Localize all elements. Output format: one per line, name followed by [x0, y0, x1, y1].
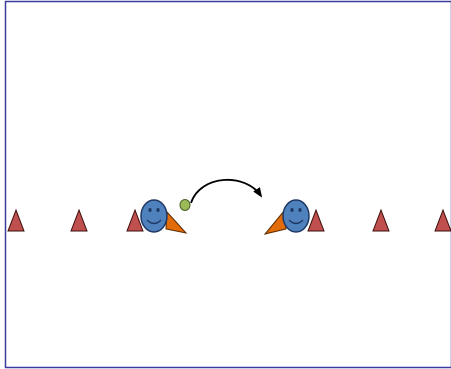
eye-icon — [148, 208, 152, 212]
smile-icon — [288, 219, 304, 225]
player-arm-icon — [165, 210, 188, 234]
field-boundary — [4, 0, 451, 369]
cone-icon — [126, 208, 144, 232]
player-passer — [140, 199, 188, 234]
smile-icon — [146, 219, 162, 225]
ball-icon — [179, 199, 191, 211]
eye-icon — [298, 208, 302, 212]
pass-arrow — [190, 178, 263, 204]
player-receiver — [263, 199, 310, 235]
smiley-face-icon — [140, 199, 168, 233]
eye-icon — [156, 208, 160, 212]
eye-icon — [290, 208, 294, 212]
cone-icon — [372, 208, 390, 232]
cones-group — [7, 208, 451, 232]
cone-icon — [7, 208, 25, 232]
cone-icon — [307, 208, 325, 232]
smiley-face-icon — [282, 199, 310, 233]
cone-icon — [70, 208, 88, 232]
cone-icon — [434, 208, 451, 232]
